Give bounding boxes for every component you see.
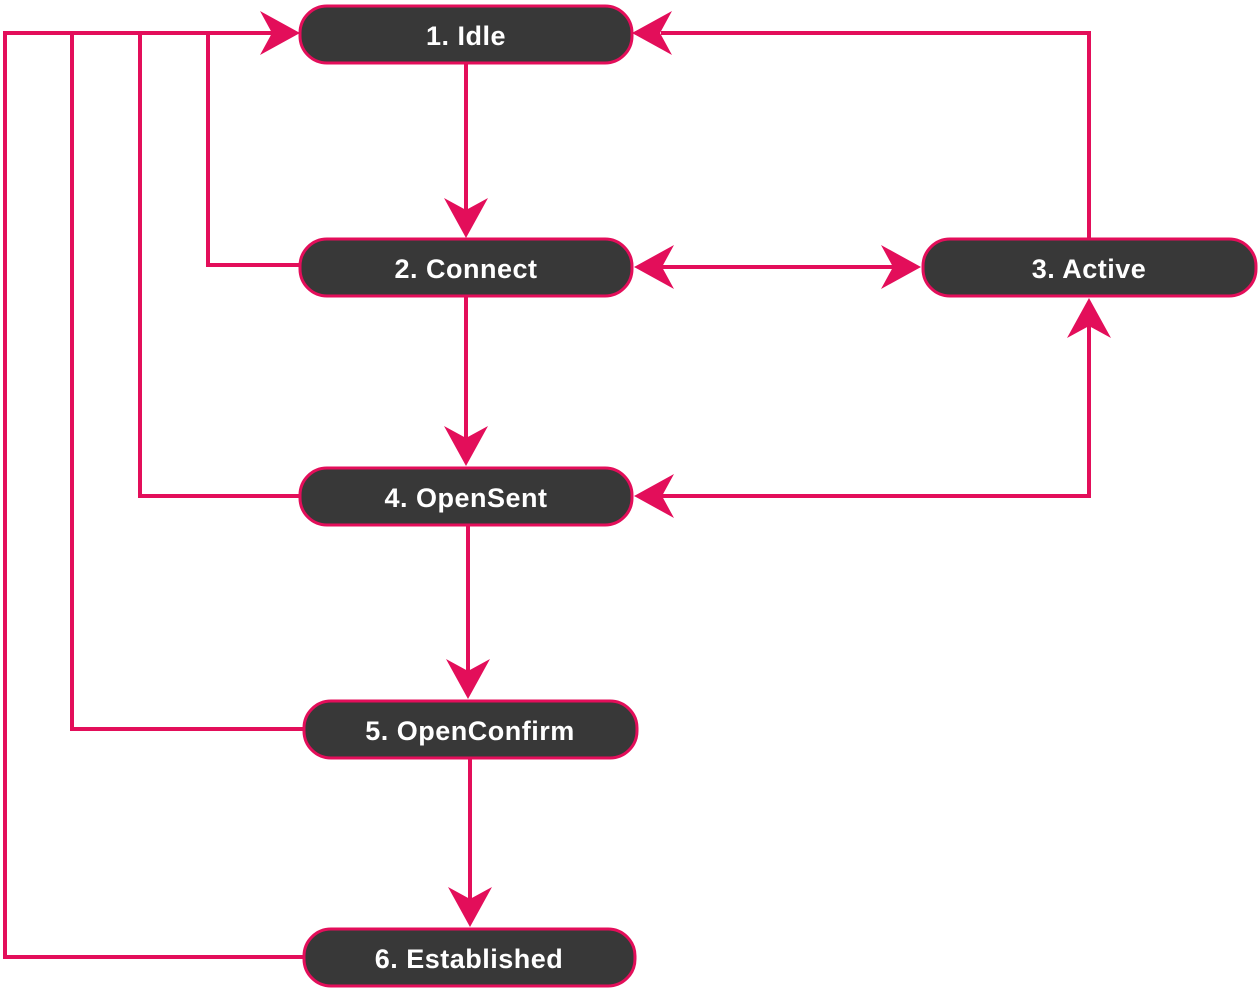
state-active: 3. Active	[921, 237, 1258, 298]
edge-connect-to-idle	[206, 33, 300, 267]
state-opensent: 4. OpenSent	[298, 466, 634, 527]
state-idle-box	[298, 4, 634, 65]
state-established-box	[302, 927, 637, 988]
arrowhead-into-opensent-right-icon	[634, 474, 674, 518]
arrowhead-into-connect-right-icon	[634, 245, 674, 289]
edge-opensent-active	[662, 326, 1091, 498]
edge-active-to-idle	[661, 31, 1091, 239]
arrowhead-into-idle-left-icon	[260, 11, 300, 55]
state-connect-label: 2. Connect	[394, 254, 537, 284]
state-openconfirm: 5. OpenConfirm	[302, 699, 639, 760]
arrowhead-into-connect-top-icon	[444, 198, 488, 238]
state-active-label: 3. Active	[1032, 254, 1147, 284]
arrowhead-into-opensent-top-icon	[444, 426, 488, 466]
arrowhead-into-active-bottom-icon	[1067, 298, 1111, 338]
state-established-label: 6. Established	[375, 944, 564, 974]
state-established: 6. Established	[302, 927, 637, 988]
state-openconfirm-box	[302, 699, 639, 760]
state-opensent-box	[298, 466, 634, 527]
arrowhead-into-active-left-icon	[881, 245, 921, 289]
arrowhead-into-idle-right-icon	[632, 11, 672, 55]
state-openconfirm-label: 5. OpenConfirm	[365, 716, 575, 746]
state-idle: 1. Idle	[298, 4, 634, 65]
state-idle-label: 1. Idle	[426, 21, 506, 51]
arrowhead-into-openconfirm-top-icon	[446, 659, 490, 699]
edge-opensent-to-idle	[138, 33, 300, 498]
state-active-box	[921, 237, 1258, 298]
state-opensent-label: 4. OpenSent	[384, 483, 547, 513]
edge-openconfirm-to-idle	[70, 33, 304, 731]
state-connect: 2. Connect	[298, 237, 634, 298]
arrowhead-into-established-top-icon	[448, 887, 492, 927]
state-connect-box	[298, 237, 634, 298]
